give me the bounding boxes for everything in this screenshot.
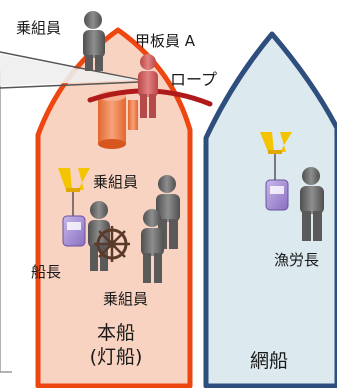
deckhand-a-label: 甲板員 A [135, 32, 196, 50]
main-ship-lamp-icon [58, 168, 90, 216]
deckhand-a-person-icon [138, 54, 158, 118]
fishing-master-label: 漁労長 [274, 251, 320, 269]
callout-pointer [0, 51, 141, 89]
crew-top-person-icon [83, 11, 105, 71]
captain-label: 船長 [31, 263, 62, 281]
crew-bottom-label: 乗組員 [103, 290, 149, 308]
crew-bottom-person-icon [141, 209, 164, 283]
fishing-master-person-icon [300, 167, 324, 241]
crew-mid-label: 乗組員 [93, 173, 139, 191]
callout-fill [0, 54, 138, 86]
net-ship-radio-icon [265, 179, 289, 211]
net-ship-lamp-icon [260, 132, 292, 180]
callout-frame [0, 70, 12, 373]
main-ship-hull [35, 27, 193, 388]
ship-wheel-icon [94, 226, 130, 262]
net-ship-label: 網船 [250, 350, 289, 372]
main-ship-subtitle: (灯船) [89, 345, 143, 368]
main-ship-radio-icon [62, 215, 86, 247]
rope-label: ロープ [170, 70, 218, 89]
main-ship-label: 本船 (灯船) [66, 322, 166, 370]
main-ship-name: 本船 [96, 322, 135, 344]
crew-top-label: 乗組員 [16, 19, 62, 37]
captain-person-icon [88, 201, 110, 271]
